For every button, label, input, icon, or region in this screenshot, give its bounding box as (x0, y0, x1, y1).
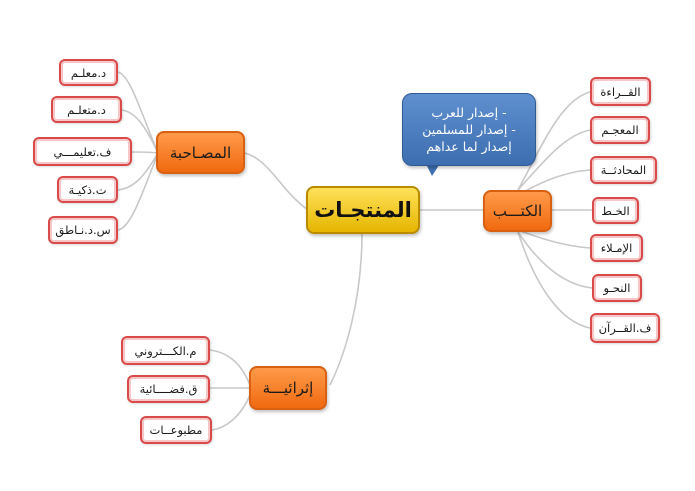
leaf-companions-4: س.د.نـاطق (48, 216, 118, 244)
leaf-books-0: القــراءة (590, 77, 651, 106)
leaf-companions-0: د.معلـم (59, 59, 118, 86)
leaf-companions-1: د.متعلـم (51, 96, 122, 123)
note-callout: - إصدار للعرب - إصدار للمسلمين إصدار لما… (402, 93, 536, 166)
leaf-companions-3: ت.ذكيـة (57, 176, 118, 203)
callout-line-2: إصدار لما عداهم (426, 139, 512, 154)
branch-companions: المصـاحبة (156, 131, 245, 174)
link-center-enrichment (329, 232, 363, 386)
leaf-books-2: المحادثــة (590, 156, 657, 184)
callout-line-0: - إصدار للعرب (431, 105, 507, 120)
leaf-books-5: النحـو (592, 274, 642, 302)
leaf-enrichment-0: م.الكـــتروني (121, 336, 210, 365)
center-node: المنتجـات (306, 186, 420, 234)
leaf-books-1: المعجـم (590, 116, 650, 144)
leaf-books-4: الإمـلاء (590, 234, 643, 262)
link-center-companions (244, 152, 309, 211)
callout-line-1: - إصدار للمسلمين (422, 122, 516, 137)
branch-enrichment: إثرائيـــة (249, 366, 327, 410)
leaf-enrichment-2: مطبوعــات (140, 416, 212, 444)
branch-books: الكتـــب (483, 190, 552, 232)
leaf-books-3: الخـط (592, 197, 639, 224)
leaf-enrichment-1: ق.فضــــائية (127, 375, 210, 403)
leaf-books-6: ف.القــرآن (590, 313, 660, 343)
leaf-companions-2: ف.تعليمـــي (33, 137, 132, 166)
